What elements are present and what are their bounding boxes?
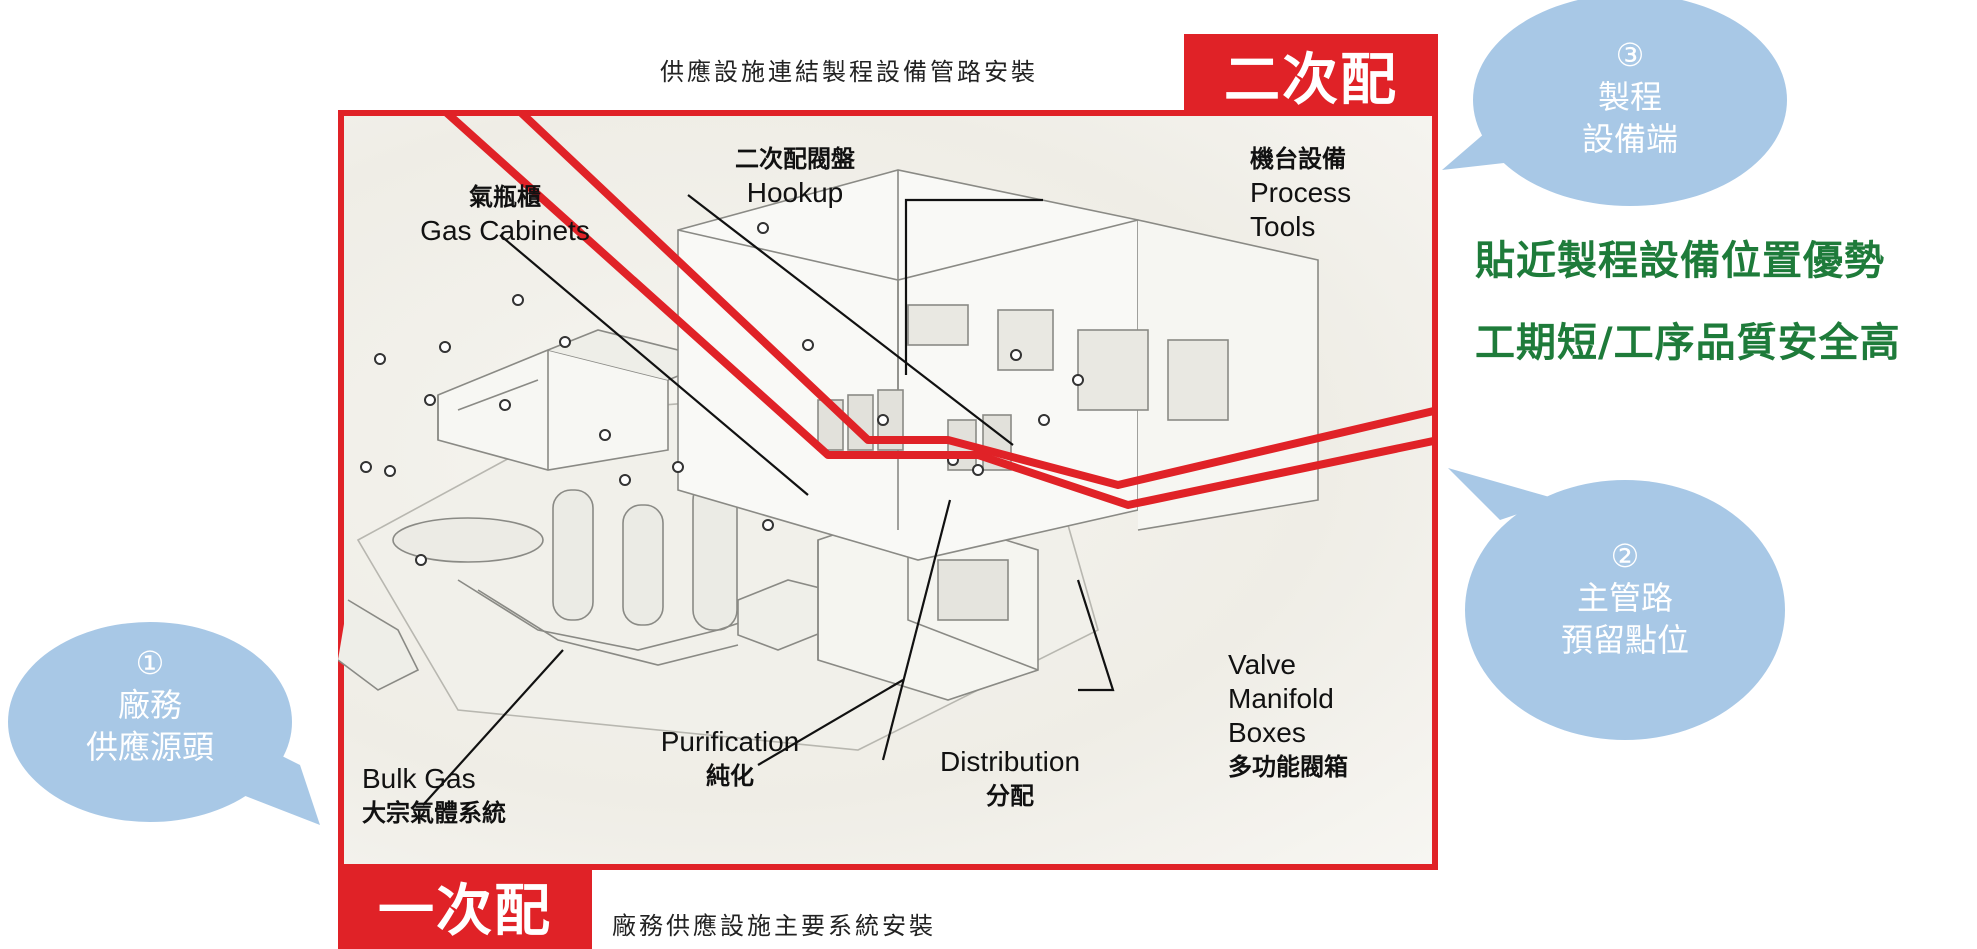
vmb-label-en-3: Boxes (1228, 717, 1306, 748)
hookup-label-en: Hookup (746, 177, 844, 208)
bubble-2: ② 主管路 預留點位 (1525, 535, 1725, 661)
bubble-2-shape (1448, 468, 1785, 740)
purification-label-zh: 純化 (706, 762, 754, 790)
bulk-gas-label: Bulk Gas 大宗氣體系統 (362, 762, 506, 830)
bubble-3-shape (1442, 0, 1787, 206)
process-tools-label: 機台設備 Process Tools (1250, 142, 1351, 244)
gas-cabinets-label: 氣瓶櫃 Gas Cabinets (385, 180, 625, 248)
bulk-gas-label-zh: 大宗氣體系統 (362, 799, 506, 827)
process-tools-label-en-2: Tools (1250, 211, 1316, 242)
gas-cabinets-label-en: Gas Cabinets (420, 215, 590, 246)
bubble-1-shape (8, 622, 320, 825)
bubble-2-line2: 預留點位 (1560, 621, 1689, 659)
hookup-label-zh: 二次配閥盤 (735, 145, 855, 173)
gas-cabinets-label-zh: 氣瓶櫃 (469, 183, 541, 211)
facility-illustration (338, 110, 1438, 806)
distribution-label-en: Distribution (939, 746, 1081, 777)
purification-label-en: Purification (660, 726, 800, 757)
bubble-2-line1: 主管路 (1576, 579, 1673, 617)
distribution-label: Distribution 分配 (910, 745, 1110, 813)
bubble-3-number: ③ (1615, 36, 1645, 74)
bubble-2-number: ② (1610, 537, 1640, 575)
vmb-label-en-1: Valve (1228, 649, 1296, 680)
bubble-1-number: ① (135, 644, 165, 682)
vmb-label-zh: 多功能閥箱 (1228, 753, 1348, 781)
primary-hookup-caption: 廠務供應設施主要系統安裝 (612, 912, 936, 940)
bubble-1-line1: 廠務 (117, 686, 182, 724)
distribution-label-zh: 分配 (986, 782, 1034, 810)
bubble-1-line2: 供應源頭 (85, 728, 214, 766)
process-tools-label-en-1: Process (1250, 177, 1352, 208)
purification-label: Purification 純化 (630, 725, 830, 793)
bubble-3-line1: 製程 (1597, 78, 1662, 116)
bubble-3-line2: 設備端 (1581, 120, 1678, 158)
primary-hookup-banner: 一次配 (338, 864, 592, 949)
advantage-note-2: 工期短/工序品質安全高 (1475, 320, 1901, 366)
bubble-3: ③ 製程 設備端 (1530, 34, 1730, 160)
bulk-gas-label-en: Bulk Gas (362, 763, 476, 794)
advantage-note-1: 貼近製程設備位置優勢 (1475, 238, 1885, 284)
vmb-label-en-2: Manifold (1228, 683, 1334, 714)
process-tools-label-zh: 機台設備 (1250, 145, 1346, 173)
secondary-hookup-banner: 二次配 (1184, 34, 1438, 116)
valve-manifold-boxes-label: Valve Manifold Boxes 多功能閥箱 (1228, 648, 1348, 784)
secondary-hookup-caption: 供應設施連結製程設備管路安裝 (660, 58, 1038, 86)
bubble-1: ① 廠務 供應源頭 (50, 642, 250, 768)
hookup-label: 二次配閥盤 Hookup (700, 142, 890, 210)
